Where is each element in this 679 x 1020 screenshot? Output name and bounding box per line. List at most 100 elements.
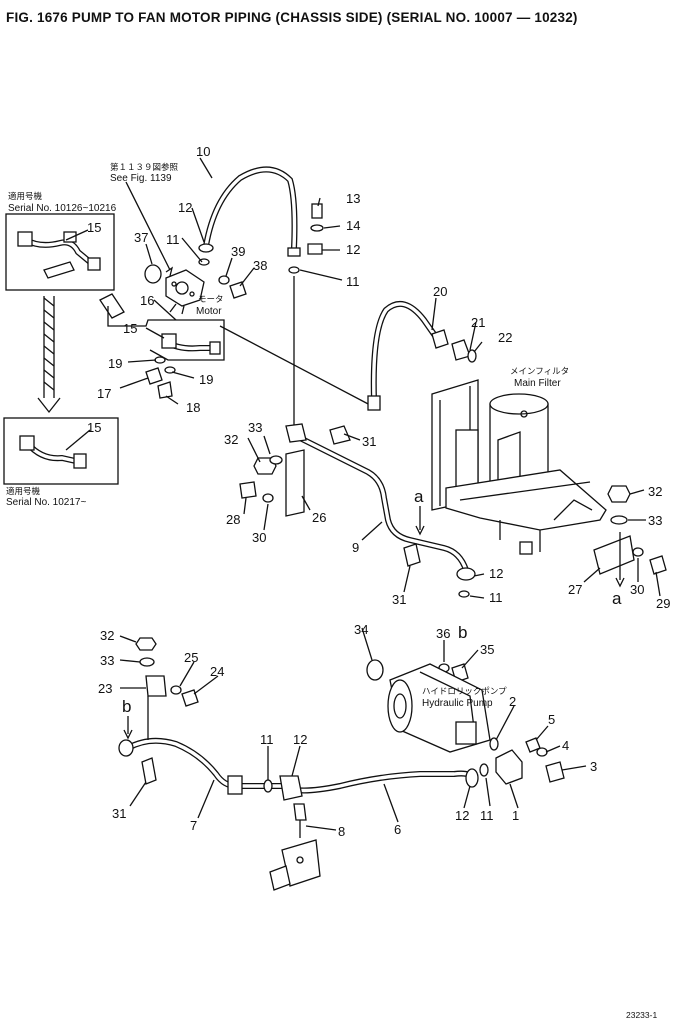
callout-15a: 15 xyxy=(87,220,101,235)
callout-28: 28 xyxy=(226,512,240,527)
o-ring-11-mid xyxy=(458,590,470,598)
flange-1 xyxy=(495,749,523,785)
callout-11c: 11 xyxy=(489,590,503,605)
callout-26: 26 xyxy=(312,510,326,525)
main-filter-assembly xyxy=(431,379,607,555)
o-ring-34 xyxy=(366,659,384,681)
ref-a-mid: a xyxy=(414,487,424,506)
clip-31-top xyxy=(329,425,351,445)
callout-19b: 19 xyxy=(199,372,213,387)
callout-39: 39 xyxy=(231,244,245,259)
callout-33b: 33 xyxy=(648,513,662,528)
callout-24: 24 xyxy=(210,664,224,679)
callout-12c: 12 xyxy=(489,566,503,581)
o-ring-11-low xyxy=(479,763,489,777)
callout-32c: 32 xyxy=(100,628,114,643)
callout-29: 29 xyxy=(656,596,670,611)
leader-see-fig xyxy=(125,181,171,271)
bolt-29 xyxy=(649,555,667,575)
callout-16: 16 xyxy=(140,293,154,308)
motor-jp: モータ xyxy=(198,294,224,304)
bolt-17 xyxy=(145,367,163,385)
callout-10: 10 xyxy=(196,144,210,159)
callout-11b: 11 xyxy=(166,232,180,247)
bolt-18 xyxy=(157,381,173,399)
callout-13: 13 xyxy=(346,191,360,206)
callout-31c: 31 xyxy=(112,806,126,821)
nut-32-right xyxy=(607,485,631,503)
adapter-21 xyxy=(451,339,471,361)
callout-32b: 32 xyxy=(648,484,662,499)
washer-33-left xyxy=(269,455,283,465)
hyd-pump-jp: ハイドロリックポンプ xyxy=(422,686,507,696)
callout-36: 36 xyxy=(436,626,450,641)
callout-30b: 30 xyxy=(630,582,644,597)
bracket-27 xyxy=(593,535,635,575)
adapter-8 xyxy=(293,803,307,821)
elbow-12-upper xyxy=(198,243,214,253)
callout-21: 21 xyxy=(471,315,485,330)
main-filter-label: Main Filter xyxy=(514,378,561,389)
callout-33a: 33 xyxy=(248,420,262,435)
clamp-mid xyxy=(227,775,243,795)
callout-31b: 31 xyxy=(392,592,406,607)
clip-31-lower xyxy=(141,757,157,785)
hose-10 xyxy=(203,166,298,251)
washer-30-right xyxy=(632,547,644,557)
inset-lower xyxy=(3,417,119,485)
callout-3: 3 xyxy=(590,759,597,774)
flange-top-9 xyxy=(285,423,307,443)
callout-23: 23 xyxy=(98,681,112,696)
applicable-jp-1: 適用号機 xyxy=(8,191,43,201)
serial-range-2: Serial No. 10217~ xyxy=(6,497,86,508)
callout-14: 14 xyxy=(346,218,360,233)
elbow-12 xyxy=(307,243,323,255)
callout-34: 34 xyxy=(354,622,368,637)
callout-9: 9 xyxy=(352,540,359,555)
callout-38: 38 xyxy=(253,258,267,273)
bolt-13 xyxy=(311,203,323,219)
washer-19a xyxy=(154,356,166,364)
washer-30-left xyxy=(262,493,274,503)
main-filter-jp: メインフィルタ xyxy=(510,366,569,376)
o-ring-11-lower xyxy=(263,779,273,793)
o-ring-2 xyxy=(489,737,499,751)
flange-15 xyxy=(161,333,177,349)
valve-block xyxy=(269,839,321,891)
callout-35: 35 xyxy=(480,642,494,657)
washer-33-right xyxy=(610,515,628,525)
washer-33-lower xyxy=(139,657,155,667)
bolt-3 xyxy=(545,761,565,783)
callout-11a: 11 xyxy=(346,274,360,289)
callout-8: 8 xyxy=(338,824,345,839)
callout-7: 7 xyxy=(190,818,197,833)
callout-18: 18 xyxy=(186,400,200,415)
callout-32a: 32 xyxy=(224,432,238,447)
callout-22: 22 xyxy=(498,330,512,345)
fan-motor xyxy=(165,269,205,315)
hydraulic-pump xyxy=(387,663,491,753)
o-ring-37 xyxy=(144,264,162,284)
callout-37: 37 xyxy=(134,230,148,245)
see-fig-note: See Fig. 1139 xyxy=(110,173,172,184)
bolt-38 xyxy=(229,281,247,299)
see-fig-jp: 第１１３９図参照 xyxy=(110,162,179,172)
callout-11e: 11 xyxy=(480,808,494,823)
callout-5: 5 xyxy=(548,712,555,727)
callout-12d: 12 xyxy=(293,732,307,747)
elbow-12-mid xyxy=(456,567,476,581)
serial-range-1: Serial No. 10126~10216 xyxy=(8,203,117,214)
ref-b-pump: b xyxy=(458,623,467,642)
callout-15c: 15 xyxy=(87,420,101,435)
washer-39 xyxy=(218,275,230,285)
callout-19a: 19 xyxy=(108,356,122,371)
callout-27: 27 xyxy=(568,582,582,597)
callout-25: 25 xyxy=(184,650,198,665)
adapter-16 xyxy=(99,293,125,319)
ref-b-left: b xyxy=(122,697,131,716)
elbow-12-lower xyxy=(279,775,303,801)
corner-code: 23233-1 xyxy=(626,1010,657,1020)
callout-15b: 15 xyxy=(123,321,137,336)
callout-12e: 12 xyxy=(455,808,469,823)
